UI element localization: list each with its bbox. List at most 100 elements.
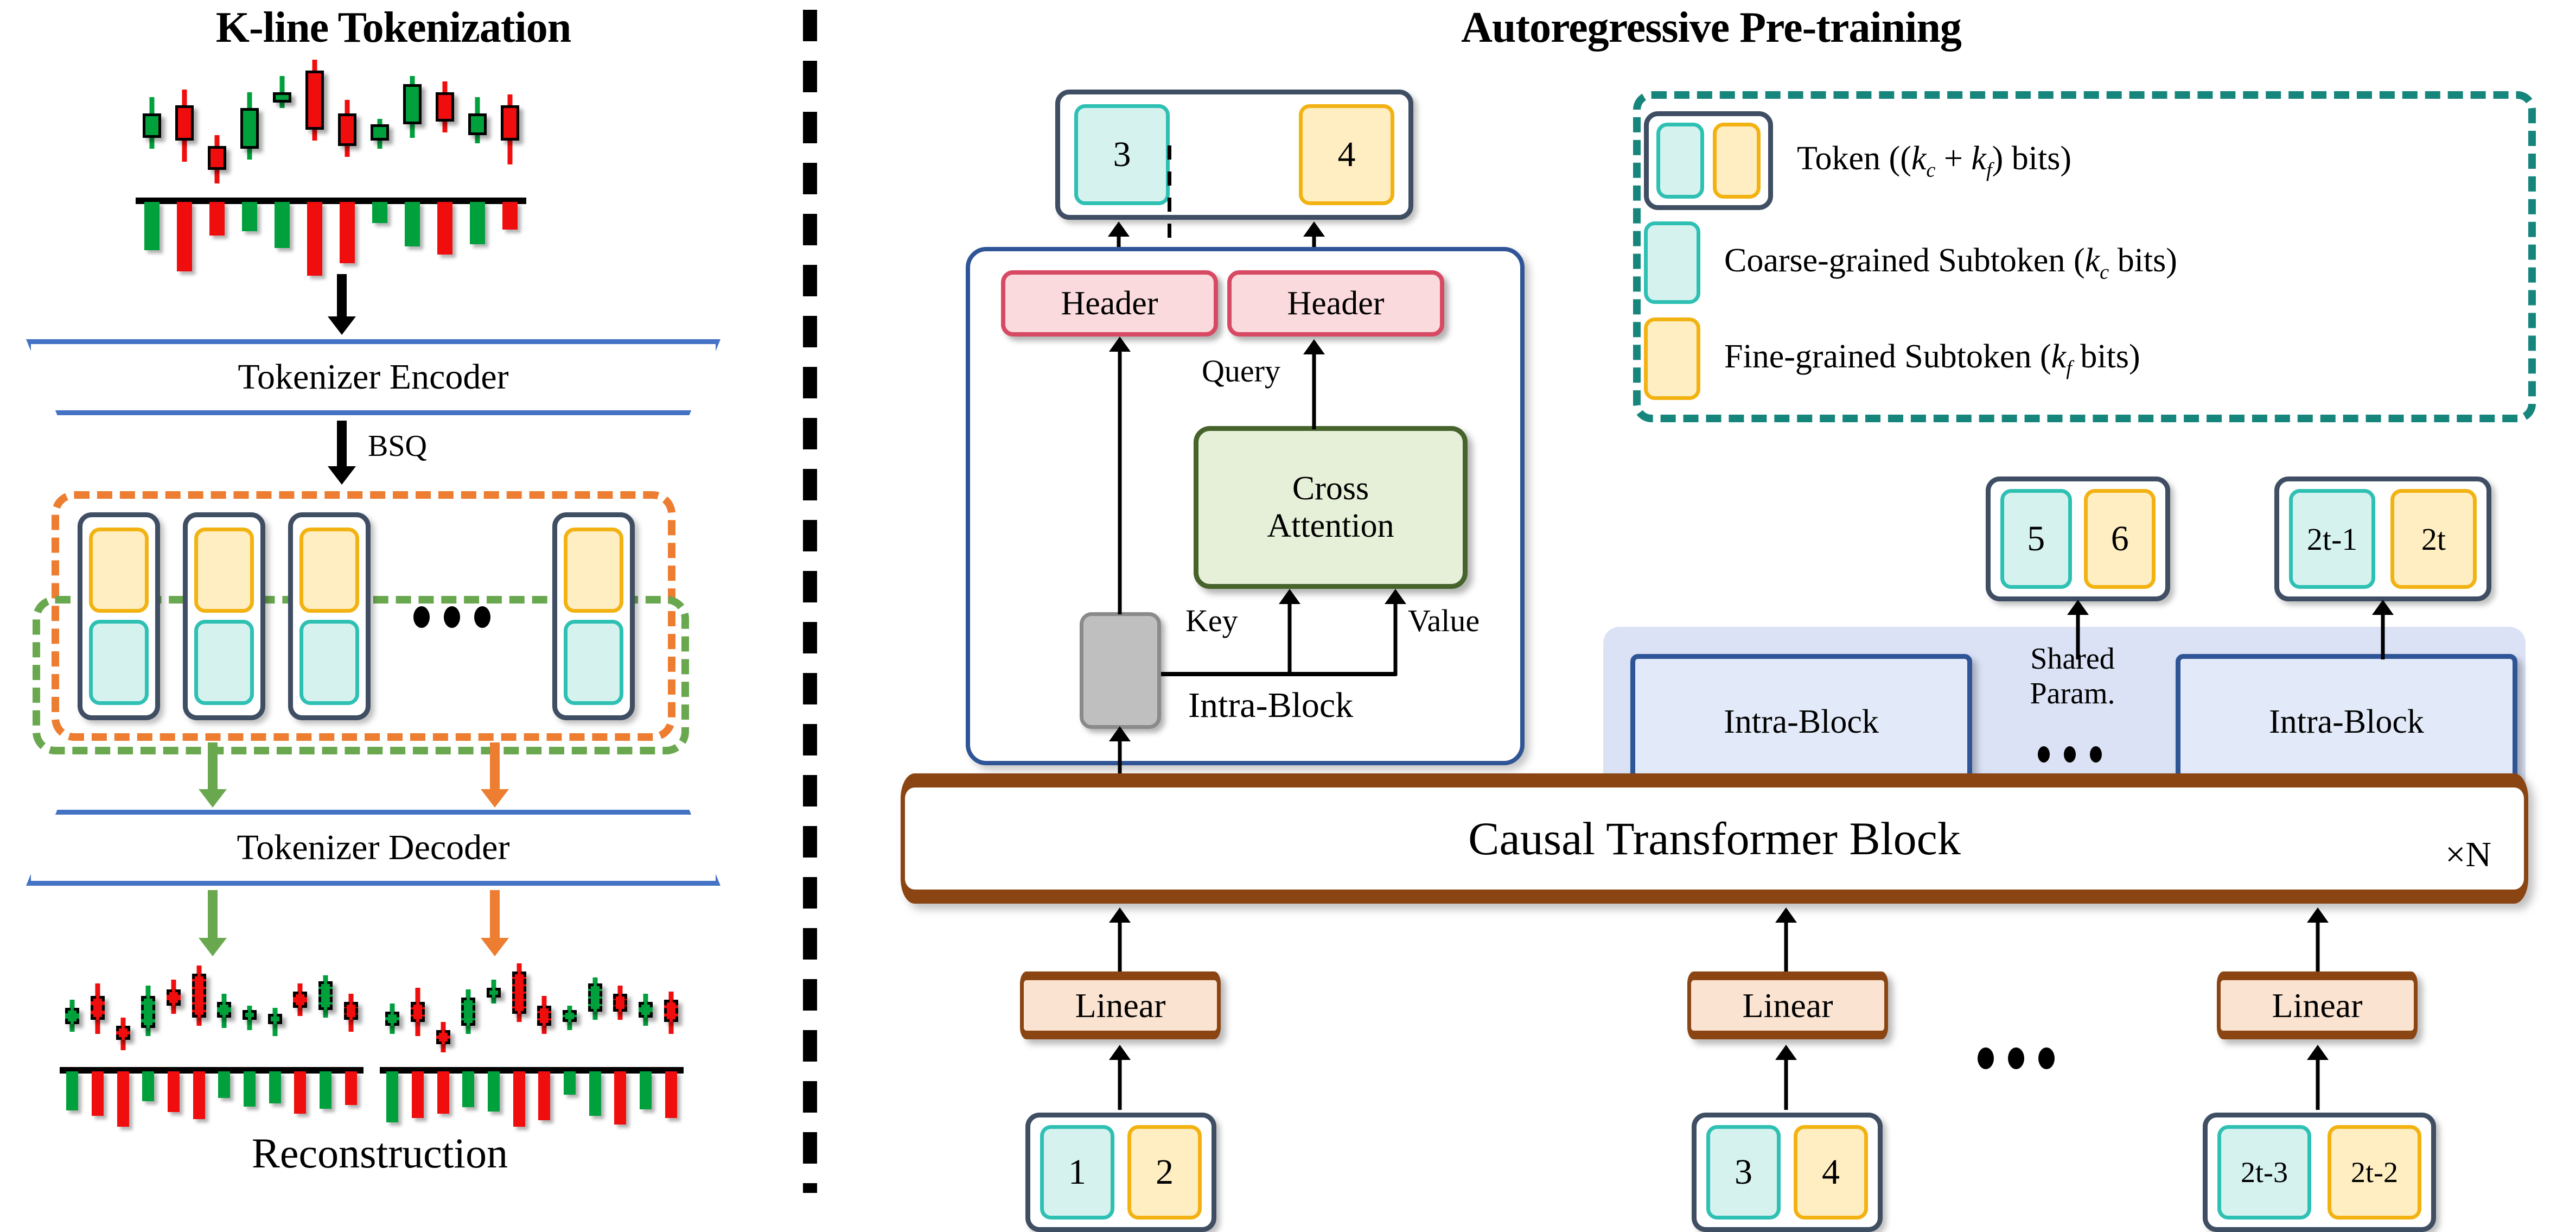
token-stack[interactable] xyxy=(78,512,160,720)
candle-body xyxy=(166,989,181,1006)
coarse-subtoken[interactable] xyxy=(564,620,623,706)
token-stack[interactable] xyxy=(183,512,265,720)
token-stack[interactable] xyxy=(552,512,635,720)
candle-body xyxy=(65,1007,80,1024)
candle-body xyxy=(90,995,105,1020)
output-token-2t[interactable]: 2t-1 2t xyxy=(2274,477,2491,601)
legend-coarse-text: Coarse-grained Subtoken (kc bits) xyxy=(1724,242,2177,284)
legend-fine-part xyxy=(1712,123,1761,199)
candle xyxy=(175,60,194,194)
candle xyxy=(410,963,425,1064)
candle xyxy=(90,963,105,1064)
volume-bar xyxy=(269,1071,281,1103)
chart-baseline xyxy=(136,198,526,204)
input-coarse-1[interactable]: 3 xyxy=(1706,1125,1781,1220)
intra-block-shared-2[interactable]: Intra-Block xyxy=(2176,654,2517,790)
legend-container xyxy=(1633,91,2536,422)
volume-bar xyxy=(117,1071,129,1127)
arrow-key-to-crossattn xyxy=(1278,589,1302,676)
repeat-n-label: ×N xyxy=(2445,835,2491,874)
linear-box-3[interactable]: Linear xyxy=(2217,971,2418,1039)
candle xyxy=(371,60,389,194)
candle xyxy=(403,60,422,194)
coarse-subtoken[interactable] xyxy=(299,620,359,706)
right-panel-title: Autoregressive Pre-training xyxy=(1461,4,1962,52)
key-label: Key xyxy=(1185,603,1238,638)
output-token-34[interactable]: 3 4 xyxy=(1055,90,1413,220)
legend-fine-icon xyxy=(1644,317,1700,400)
candle-body xyxy=(537,1006,552,1026)
output-fine-subtoken[interactable]: 4 xyxy=(1299,104,1394,205)
causal-transformer-block[interactable]: Causal Transformer Block ×N xyxy=(901,773,2528,904)
input-coarse-0[interactable]: 1 xyxy=(1040,1125,1115,1220)
linear-box-1[interactable]: Linear xyxy=(1020,971,1221,1039)
legend-token-icon xyxy=(1644,111,1773,210)
coarse-subtoken[interactable] xyxy=(194,620,254,706)
input-fine-1[interactable]: 4 xyxy=(1793,1125,1868,1220)
volume-bar xyxy=(404,202,420,246)
input-kline-chart xyxy=(136,60,526,277)
candle xyxy=(217,963,232,1064)
input-coarse-2[interactable]: 2t-3 xyxy=(2217,1125,2311,1220)
candle xyxy=(305,60,324,194)
volume-bar xyxy=(66,1071,79,1110)
chart-baseline xyxy=(60,1066,364,1074)
output-token-56[interactable]: 5 6 xyxy=(1986,477,2170,601)
candle xyxy=(537,963,552,1064)
linear-box-2[interactable]: Linear xyxy=(1687,971,1888,1039)
volume-bar xyxy=(144,202,160,251)
arrow-linear1-to-transformer xyxy=(1108,907,1132,971)
candle-body xyxy=(343,1001,358,1020)
fine-subtoken[interactable] xyxy=(89,527,149,613)
input-fine-0[interactable]: 2 xyxy=(1127,1125,1202,1220)
candle xyxy=(293,963,308,1064)
volume-bar xyxy=(502,202,518,230)
grey-state-node[interactable] xyxy=(1080,612,1161,729)
input-fine-2[interactable]: 2t-2 xyxy=(2328,1125,2421,1220)
candle xyxy=(468,60,487,194)
header-box-1[interactable]: Header xyxy=(1001,270,1218,336)
input-token-2t[interactable]: 2t-3 2t-2 xyxy=(2203,1113,2436,1232)
fine-subtoken[interactable] xyxy=(564,527,623,613)
legend-item-coarse: Coarse-grained Subtoken (kc bits) xyxy=(1644,221,2177,304)
arrow-linear2-to-transformer xyxy=(1774,907,1798,971)
output-coarse-subtoken[interactable]: 3 xyxy=(1074,104,1170,205)
arrow-intrashared1-to-token xyxy=(2066,600,2090,659)
candle xyxy=(318,963,333,1064)
fine-subtoken[interactable] xyxy=(299,527,359,613)
shared-output-fine-1[interactable]: 2t xyxy=(2390,489,2477,589)
candle-body xyxy=(175,105,194,141)
header-box-2[interactable]: Header xyxy=(1227,270,1444,336)
candle xyxy=(192,963,206,1064)
arrow-greynode-to-header1 xyxy=(1108,336,1132,614)
candle-body xyxy=(562,1009,577,1022)
shared-output-coarse-0[interactable]: 5 xyxy=(2000,489,2072,589)
all-tokens-group-box xyxy=(52,491,675,741)
shared-output-coarse-1[interactable]: 2t-1 xyxy=(2289,489,2376,589)
candle xyxy=(385,963,400,1064)
chart-baseline xyxy=(380,1066,684,1074)
fine-subtoken[interactable] xyxy=(194,527,254,613)
candle xyxy=(338,60,356,194)
volume-bar xyxy=(386,1071,399,1122)
candle xyxy=(486,963,501,1064)
intra-block-shared-1[interactable]: Intra-Block xyxy=(1630,654,1972,790)
input-token-34[interactable]: 3 4 xyxy=(1692,1113,1883,1232)
reconstruction-chart-a xyxy=(60,963,364,1127)
shared-output-fine-0[interactable]: 6 xyxy=(2084,489,2156,589)
arrow-encoder-to-bsq xyxy=(326,421,358,485)
candle xyxy=(116,963,130,1064)
candle-body xyxy=(305,70,324,130)
coarse-subtoken[interactable] xyxy=(89,620,149,706)
candle xyxy=(343,963,358,1064)
token-stack[interactable] xyxy=(288,512,371,720)
tokenizer-decoder-label: Tokenizer Decoder xyxy=(237,828,510,867)
volume-bar xyxy=(176,202,193,272)
input-token-12[interactable]: 1 2 xyxy=(1025,1113,1216,1232)
volume-bar xyxy=(193,1071,205,1120)
tokenizer-encoder-label: Tokenizer Encoder xyxy=(238,357,509,397)
ellipsis-linear xyxy=(1978,1047,2055,1069)
